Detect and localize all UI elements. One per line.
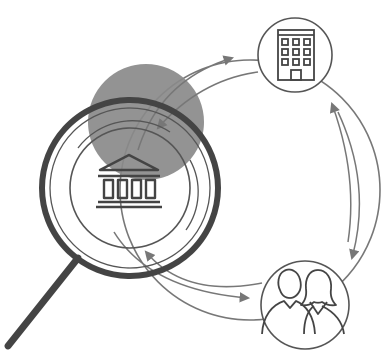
- arrow-people-to-bank: [144, 250, 263, 288]
- arrow-office-to-bank: [156, 71, 259, 130]
- node-bank: [69, 127, 191, 249]
- node-bank-circle: [69, 127, 191, 249]
- magnifier-lens-inner-ring: [49, 107, 211, 269]
- magnifier-lens-rim: [39, 97, 221, 279]
- lens-glare-arc: [77, 120, 171, 149]
- arrow-people-to-office: [329, 102, 352, 243]
- lens-glare-arc-right: [185, 159, 199, 231]
- magnifying-glass: [39, 97, 221, 279]
- arrow-bank-to-people: [113, 231, 251, 303]
- bank-building-icon: [96, 153, 162, 209]
- office-building-icon: [277, 29, 315, 81]
- node-people: [260, 260, 350, 350]
- connection-arrows: [113, 55, 361, 303]
- magnifier-handle: [4, 254, 82, 350]
- node-office: [257, 17, 333, 93]
- arrow-bank-to-office: [137, 55, 235, 151]
- people-icon: [261, 268, 345, 335]
- arrow-office-to-people: [337, 111, 361, 261]
- cycle-ring: [119, 59, 381, 321]
